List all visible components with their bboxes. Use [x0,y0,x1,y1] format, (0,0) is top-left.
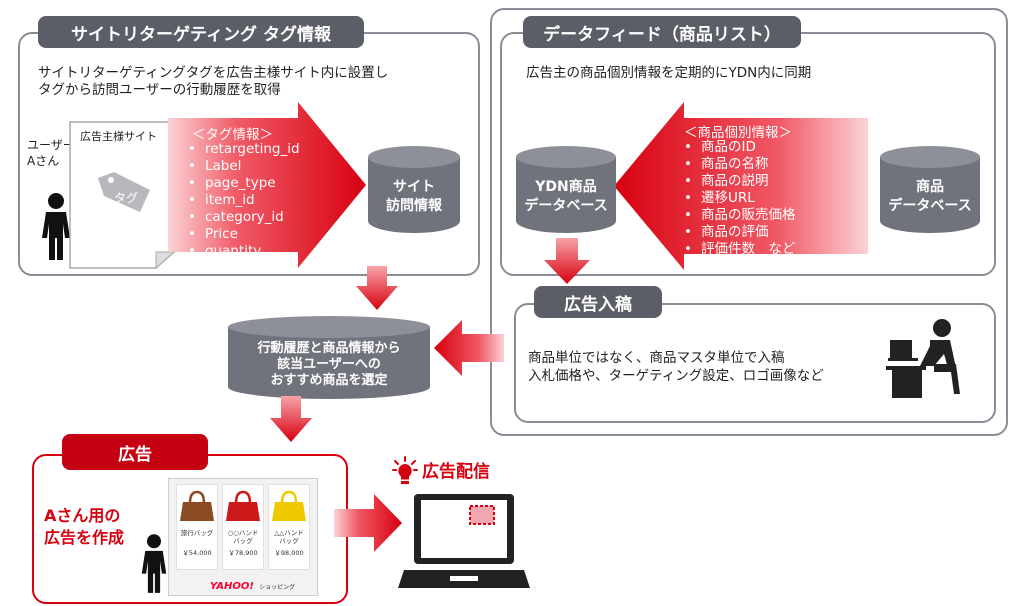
selection-line-3: おすすめ商品を選定 [270,373,388,388]
ad-title: 広告 [62,434,208,470]
selection-down-arrow [270,396,312,442]
ad-submission-title: 広告入稿 [534,286,662,318]
ad-caption-1: Aさん用の [44,506,121,525]
laptop-icon [398,494,530,588]
ad-submission-left-arrow [434,320,504,376]
ad-product-price: ￥98,000 [274,549,304,557]
lightbulb-icon [392,456,418,484]
tag-info-item: page_type [188,175,300,192]
selection-line-2: 該当ユーザーへの [277,357,381,372]
product-info-item: 商品のID [684,139,795,156]
ad-product-name: △△ハンド バッグ [274,529,304,545]
delivery-title: 広告配信 [422,462,490,482]
ad-product-card[interactable]: 旅行バッグ ￥54,000 [176,484,218,570]
yahoo-shopping-logo: YAHOO! ショッピング [210,574,295,593]
product-info-item: 遷移URL [684,190,795,207]
tag-label: タグ [114,191,139,205]
tag-info-item: Label [188,158,300,175]
ad-submission-panel [514,303,996,423]
data-feed-desc: 広告主の商品個別情報を定期的にYDN内に同期 [526,65,812,81]
ad-submission-line-1: 商品単位ではなく、商品マスタ単位で入稿 [528,350,785,366]
product-info-item: 商品の説明 [684,173,795,190]
ydn-db-label-1: YDN商品 [535,179,597,195]
tag-icon [98,172,150,212]
ad-product-price: ￥54,000 [182,549,212,557]
ydn-down-arrow [544,238,590,284]
ad-product-price: ￥78,900 [228,549,258,557]
tag-info-item: Price [188,226,300,243]
ydn-db-label-2: データベース [524,198,608,214]
product-info-item: 商品の名称 [684,156,795,173]
ad-product-name: 旅行バッグ [180,529,214,537]
site-down-arrow [356,266,398,310]
tag-info-title: サイトリターゲティング タグ情報 [38,16,364,48]
product-db-label-1: 商品 [916,179,944,195]
ad-product-card[interactable]: ○○ハンド バッグ ￥78,900 [222,484,264,570]
yahoo-logo-text: YAHOO! [210,581,254,592]
user-person-icon-2 [141,534,167,593]
tag-info-item: retargeting_id [188,141,300,158]
selection-line-1: 行動履歴と商品情報から [257,341,401,356]
site-visit-db-label-1: サイト [393,179,435,195]
product-info-item: 商品の評価 [684,224,795,241]
product-info-list: 商品のID商品の名称商品の説明遷移URL商品の販売価格商品の評価評価件数 など [684,139,796,258]
product-info-item: 商品の販売価格 [684,207,796,224]
product-db-label-2: データベース [888,198,972,214]
recommendation-selection-database [228,316,430,399]
tag-info-list: retargeting_idLabelpage_typeitem_idcateg… [188,141,300,260]
ad-caption-2: 広告を作成 [44,528,125,547]
tag-info-item: quantity [188,243,300,260]
bag-image [180,490,214,521]
tag-info-item: item_id [188,192,300,209]
ad-product-name: ○○ハンド バッグ [227,529,259,545]
yahoo-logo-sub: ショッピング [259,584,296,591]
ad-submission-line-2: 入札価格や、ターゲティング設定、ロゴ画像など [528,368,824,384]
user-a-label: ユーザー Aさん [27,138,75,168]
tag-info-desc-1: サイトリターゲティングタグを広告主様サイト内に設置し [38,65,389,81]
site-visit-database [368,146,460,233]
bag-image [226,490,260,521]
tag-info-desc-2: タグから訪問ユーザーの行動履歴を取得 [38,82,281,98]
ydn-product-database [516,146,616,233]
data-feed-title: データフィード（商品リスト） [523,16,801,48]
advertiser-site-label: 広告主様サイト [80,130,157,143]
product-info-list-title: ＜商品個別情報＞ [684,125,792,141]
user-person-icon [42,193,70,260]
product-info-item: 評価件数 など [684,241,796,258]
delivery-arrow [334,494,402,552]
tag-info-list-title: ＜タグ情報＞ [192,127,273,143]
site-visit-db-label-2: 訪問情報 [386,198,442,214]
product-database [880,146,980,233]
bag-image [272,490,306,521]
tag-info-item: category_id [188,209,300,226]
ad-product-card[interactable]: △△ハンド バッグ ￥98,000 [268,484,310,570]
person-at-desk-icon [886,319,960,398]
